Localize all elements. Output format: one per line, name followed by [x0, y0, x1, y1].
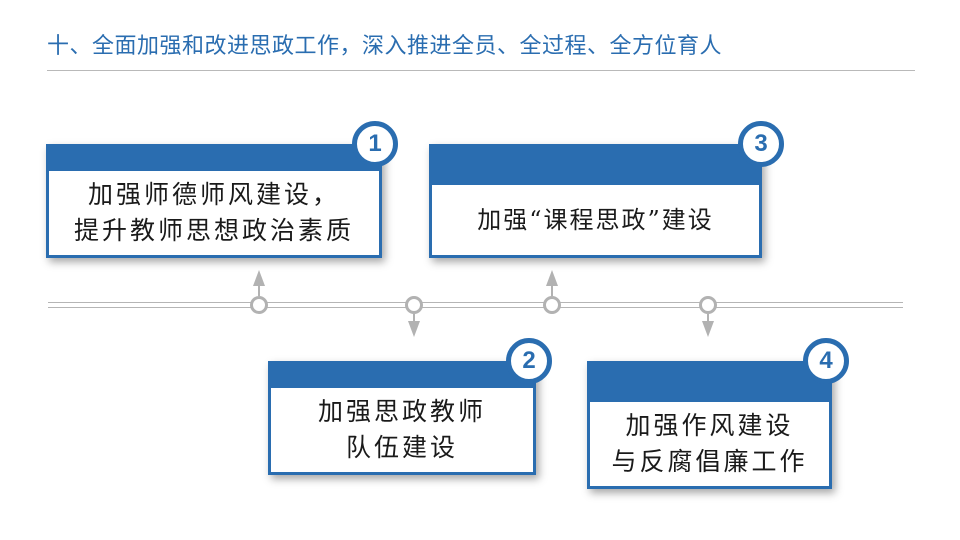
card-4-header [590, 364, 829, 402]
card-2-text: 加强思政教师 队伍建设 [317, 397, 486, 462]
timeline-stem-2 [413, 314, 415, 322]
timeline-line-bottom [48, 307, 903, 308]
card-2-number-badge: 2 [506, 338, 552, 384]
title-divider [47, 70, 915, 71]
card-3-text: 加强“课程思政”建设 [477, 206, 714, 234]
card-1: 加强师德师风建设， 提升教师思想政治素质 [46, 144, 382, 258]
card-1-text: 加强师德师风建设， 提升教师思想政治素质 [73, 180, 354, 245]
card-1-header [49, 147, 379, 171]
timeline-arrow-down-2 [408, 321, 420, 337]
card-4: 加强作风建设 与反腐倡廉工作 [587, 361, 832, 489]
timeline-node-3 [543, 296, 561, 314]
timeline-stem-1 [258, 284, 260, 296]
timeline-arrow-up-1 [253, 270, 265, 286]
card-2: 加强思政教师 队伍建设 [268, 361, 536, 475]
card-3: 加强“课程思政”建设 [429, 144, 762, 258]
timeline-node-4 [699, 296, 717, 314]
timeline-stem-3 [551, 284, 553, 296]
timeline-stem-4 [707, 314, 709, 322]
card-2-header [271, 364, 533, 388]
timeline-node-2 [405, 296, 423, 314]
timeline-arrow-down-4 [702, 321, 714, 337]
slide-title: 十、全面加强和改进思政工作，深入推进全员、全过程、全方位育人 [47, 34, 723, 59]
card-4-text: 加强作风建设 与反腐倡廉工作 [611, 411, 808, 476]
timeline-arrow-up-3 [546, 270, 558, 286]
card-3-number-badge: 3 [738, 121, 784, 167]
timeline-node-1 [250, 296, 268, 314]
card-4-number-badge: 4 [803, 338, 849, 384]
card-3-header [432, 147, 759, 185]
timeline-line-top [48, 302, 903, 303]
card-1-number-badge: 1 [352, 121, 398, 167]
